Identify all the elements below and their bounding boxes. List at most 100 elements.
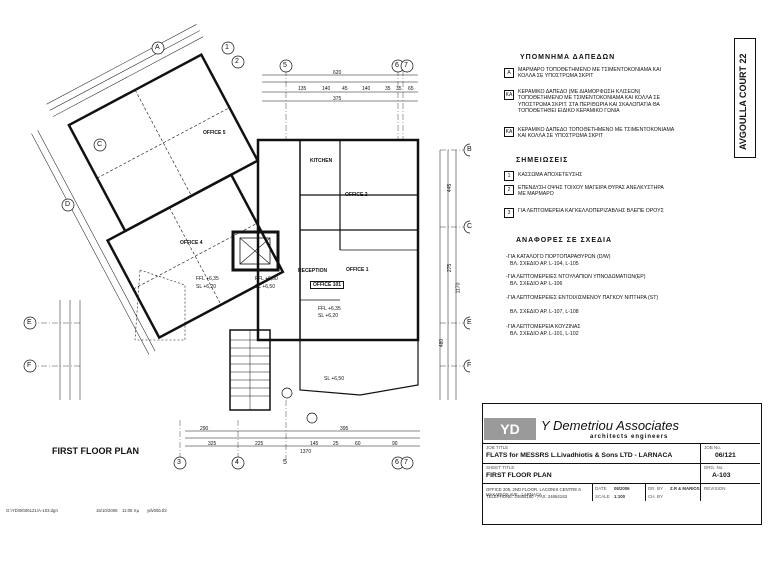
dim-bottom-6: 60 (355, 441, 361, 447)
axis-label-left-e: E (27, 319, 32, 326)
note-number: 2 (504, 185, 514, 195)
level-tag: FFL +6,35 (196, 276, 219, 282)
legend-item-text: ΚΕΡΑΜΙΚΟ ΔΑΠΕΔΟ ΤΟΠΟΘΕΤΗΜΕΝΟ ΜΕ ΤΣΙΜΕΝΤΟ… (518, 127, 674, 140)
axis-label-top-5: 5 (283, 62, 287, 69)
axis-label-right-f: F (467, 362, 472, 369)
title-block (482, 403, 762, 525)
scale-value: 1:100 (614, 494, 625, 499)
room-office5: OFFICE 5 (203, 130, 226, 136)
dim-top-3: 140 (322, 86, 331, 92)
firm-logo: YD (484, 418, 536, 440)
axis-label-left-f: F (27, 362, 32, 369)
date-value: 08/2006 (614, 486, 630, 491)
dim-top-6: 35 (385, 86, 391, 92)
room-office101: OFFICE 101 (310, 281, 345, 289)
floor-plan (23, 24, 470, 470)
legend-symbol: KA (504, 90, 514, 100)
job-no-label: JOB No. (704, 445, 722, 450)
level-tag: SL +6,20 (318, 313, 338, 319)
room-kitchen: KITCHEN (310, 158, 333, 164)
footer-date: 15/10/2006 (96, 508, 118, 513)
dim-top-7: 35 (396, 86, 402, 92)
axis-label-bottom-7: 7 (404, 459, 408, 466)
sheet-title-label: SHEET TITLE (486, 465, 515, 470)
job-title: FLATS for MESSRS L.Livadhiotis & Sons LT… (486, 452, 673, 459)
axis-label-bottom-4: 4 (235, 459, 239, 466)
drg-no: A-103 (712, 472, 731, 479)
level-tag: FFL +6,50 (255, 276, 278, 282)
dim-bottom-2: 225 (255, 441, 264, 447)
job-no: 06/121 (715, 452, 736, 459)
firm-subtitle: architects engineers (590, 434, 669, 440)
scale-label: SCALE (595, 494, 610, 499)
axis-label-rot-2: 2 (235, 58, 239, 65)
reference-text: -ΓΙΑ ΛΕΠΤΟΜΕΡΕΙΑ ΚΟΥΖΙΝΑΣ (506, 324, 581, 330)
notes-title: ΣΗΜΕΙΩΣΕΙΣ (516, 157, 569, 164)
dim-top-2: 135 (298, 86, 307, 92)
dim-right-1: 275 (447, 263, 454, 273)
job-title-label: JOB TITLE (486, 445, 509, 450)
firm-name: Y Demetriou Associates (541, 418, 680, 433)
side-project-box (734, 38, 756, 158)
axis-label-rot-a: A (155, 44, 160, 51)
drawn-by-value: Z.R & MARIOS (670, 486, 700, 491)
dim-top-8: 65 (408, 86, 414, 92)
legend-title: ΥΠΟΜΝΗΜΑ ΔΑΠΕΔΩΝ (520, 54, 616, 61)
drawn-by-label: DR. BY (648, 486, 664, 491)
dim-right-0: 445 (447, 183, 454, 193)
dim-top-5: 140 (362, 86, 371, 92)
axis-label-rot-d: D (65, 201, 71, 208)
axis-label-right-e: E (467, 319, 472, 326)
dim-top-4: 45 (342, 86, 348, 92)
dim-bottom-3: 395 (340, 426, 349, 432)
level-tag: FFL +6,35 (318, 306, 341, 312)
footer-file: G:\YD\06\06121\A-103.dgn (6, 508, 58, 513)
drg-no-label: DRG. No. (704, 465, 724, 470)
legend-symbol: A (504, 68, 514, 78)
room-reception: RECEPTION (298, 268, 328, 274)
sheet-title: FIRST FLOOR PLAN (486, 472, 552, 479)
room-office1: OFFICE 1 (346, 267, 369, 273)
axis-label-top-6: 6 (395, 62, 399, 69)
checked-by-label: CH. BY (648, 494, 664, 499)
note-text: ΚΑΣΣΩΜΑ ΑΠΟΧΕΤΕΥΣΗΣ (518, 172, 583, 178)
note-text: ΕΠΕΝΔΥΣΗ ΟΨΗΣ ΤΟΙΧΟΥ ΜΑΓΕΙΡΑ ΘΥΡΑΣ ΑΝΕΛΚ… (518, 185, 664, 198)
note-text: ΓΙΑ ΛΕΠΤΟΜΕΡΕΙΑ ΚΑΓΚΕΛΛΟΠΕΡΙΖΑΒΛΗΣ ΒΛΕΠΕ… (518, 208, 664, 214)
lift-core (231, 230, 280, 272)
dim-right-3: 480 (439, 338, 446, 348)
dim-bottom-4: 145 (310, 441, 319, 447)
axis-label-rot-1: 1 (225, 44, 229, 51)
reference-sub: ΒΛ. ΣΧΕΔΙΟ ΑΡ. L-104, L-105 (510, 261, 579, 267)
plan-title: FIRST FLOOR PLAN (52, 446, 139, 456)
note-number: 1 (504, 171, 514, 181)
room-office4: OFFICE 4 (180, 240, 203, 246)
reference-sub: ΒΛ. ΣΧΕΔΙΟ ΑΡ. L-101, L-102 (510, 331, 579, 337)
axis-label-bottom-6: 6 (395, 459, 399, 466)
dim-bottom-5: 25 (333, 441, 339, 447)
axis-label-right-c: C (467, 223, 473, 230)
axis-label-bottom-5: 5 (283, 459, 287, 466)
dim-bottom-1: 325 (208, 441, 217, 447)
reference-sub: ΒΛ. ΣΧΕΔΙΟ ΑΡ. L-107, L-108 (510, 309, 579, 315)
reference-sub: ΒΛ. ΣΧΕΔΙΟ ΑΡ. L-106 (510, 281, 563, 287)
footer-time: 11:05 πμ (122, 508, 140, 513)
date-label: DATE (595, 486, 607, 491)
references-title: ΑΝΑΦΟΡΕΣ ΣΕ ΣΧΕΔΙΑ (516, 237, 613, 244)
dim-bottom-0: 290 (200, 426, 209, 432)
level-tag: SL +6,20 (196, 284, 216, 290)
legend-symbol: KA (504, 127, 514, 137)
dim-right-2: 1170 (455, 282, 462, 294)
axis-label-top-7: 7 (404, 62, 408, 69)
dim-bottom-total: 1370 (300, 449, 312, 455)
footer-user: ydv05b.tbl (147, 508, 167, 513)
note-number: 3 (504, 208, 514, 218)
level-tag: SL +6,50 (324, 376, 344, 382)
reference-text: -ΓΙΑ ΛΕΠΤΟΜΕΡΕΙΕΣ ΝΤΟΥΛΑΠΙΩΝ ΥΠΝΟΔΩΜΑΤΙΩ… (506, 274, 646, 280)
dim-top-1: 375 (333, 96, 342, 102)
revision-label: REVISION (704, 486, 726, 491)
reference-text: -ΓΙΑ ΚΑΤΑΛΟΓΟ ΠΟΡΤΟΠΑΡΑΘΥΡΩΝ (D/W) (506, 254, 611, 260)
axis-label-right-b: B (467, 146, 472, 153)
legend-item-text: ΚΕΡΑΜΙΚΟ ΔΑΠΕΔΟ (ΜΕ ΔΙΑΜΟΡΦΩΣΗ ΚΛΙΣΕΩΝ) … (518, 89, 661, 115)
dim-top-0: 620 (333, 70, 342, 76)
